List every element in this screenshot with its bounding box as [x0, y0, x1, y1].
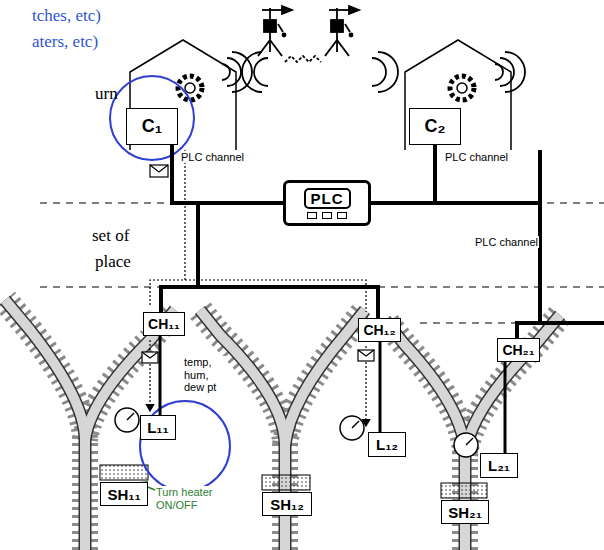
- channel-label: PLC channel: [180, 151, 245, 163]
- message-envelope: [142, 165, 374, 363]
- node-box: L₂₁: [480, 453, 518, 478]
- node-box: SH₁₁: [100, 482, 148, 506]
- wifi-icon: [222, 52, 525, 92]
- plc-channel-line: [159, 336, 162, 415]
- node-label: CH₂₁: [502, 342, 534, 358]
- node-box: C₂: [409, 108, 461, 145]
- node-box: L₁₂: [368, 432, 406, 457]
- node-box: SH₁₂: [262, 492, 312, 516]
- node-box: CH₁₂: [358, 318, 401, 342]
- plc-channel-line: [161, 203, 283, 312]
- node-label: SH₂₁: [448, 504, 482, 521]
- node-box: CH₂₁: [497, 338, 540, 362]
- plc-channel-line: [371, 145, 435, 203]
- annotation: Turn heater ON/OFF: [156, 486, 222, 511]
- channel-label: PLC channel: [444, 151, 509, 163]
- node-label: L₁₁: [147, 419, 169, 436]
- slide-text: aters, etc): [32, 32, 98, 52]
- node-box: SH₂₁: [441, 500, 489, 524]
- sensor-gauge: [115, 408, 478, 457]
- device-display: PLC: [304, 188, 351, 209]
- annotation: urn: [95, 84, 118, 104]
- railway-switch: [5, 300, 560, 550]
- plc-device: PLC: [283, 180, 371, 226]
- weather-station: [258, 6, 359, 62]
- node-label: C₁: [142, 116, 162, 137]
- annotation: set of: [92, 226, 129, 246]
- plc-channel-line: [504, 362, 507, 453]
- node-label: C₂: [425, 116, 446, 137]
- channel-label: PLC channel: [474, 236, 539, 248]
- node-label: SH₁₁: [107, 486, 140, 503]
- node-label: L₁₂: [376, 436, 398, 453]
- node-box: CH₁₁: [143, 312, 185, 336]
- plc-channel-line: [172, 145, 283, 203]
- annotation: place: [95, 252, 131, 272]
- slide-text: tches, etc): [32, 6, 101, 26]
- node-box: C₁: [126, 108, 178, 145]
- annotation: temp, hum, dew pt: [184, 356, 228, 394]
- node-label: L₂₁: [488, 457, 510, 474]
- highlight-circle: [110, 76, 230, 491]
- device-buttons: [307, 212, 347, 219]
- node-label: SH₁₂: [270, 496, 304, 513]
- node-box: L₁₁: [140, 415, 176, 440]
- plc-channel-line: [379, 342, 382, 432]
- node-label: CH₁₁: [148, 316, 180, 332]
- bus-line: [540, 321, 604, 325]
- bus-line: [538, 150, 542, 203]
- node-label: CH₁₂: [363, 322, 395, 338]
